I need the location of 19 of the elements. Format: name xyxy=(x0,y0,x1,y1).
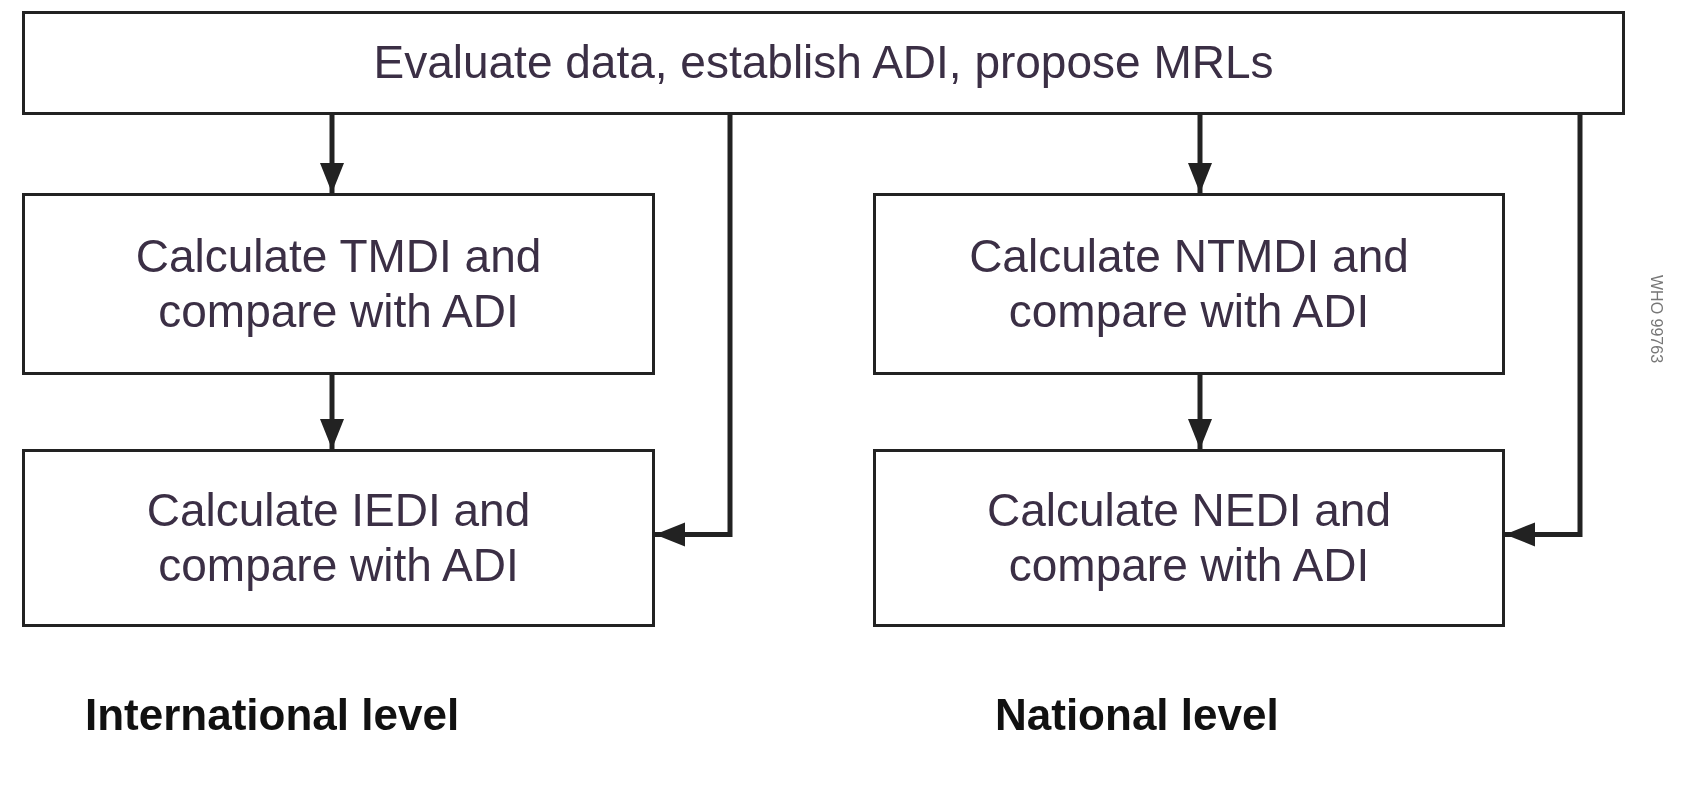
process-box xyxy=(22,11,1625,115)
box-text: Calculate IEDI and compare with ADI xyxy=(145,482,532,593)
process-box xyxy=(873,193,1505,375)
box-text: Evaluate data, establish ADI, propose MRLs xyxy=(373,35,1274,91)
box-text: Calculate NEDI and compare with ADI xyxy=(986,482,1392,593)
section-caption: National level xyxy=(995,690,1279,740)
figure-code: WHO 99763 xyxy=(1647,275,1665,364)
box-text: Calculate NTMDI and compare with ADI xyxy=(968,228,1410,339)
arrow xyxy=(655,115,733,547)
process-box xyxy=(873,449,1505,627)
arrow xyxy=(320,375,344,449)
arrow xyxy=(320,115,344,193)
section-caption: International level xyxy=(85,690,460,740)
arrow xyxy=(1505,115,1583,547)
arrow xyxy=(1188,115,1212,193)
process-box xyxy=(22,449,655,627)
arrow xyxy=(1188,375,1212,449)
box-text: Calculate TMDI and compare with ADI xyxy=(134,228,543,339)
process-box xyxy=(22,193,655,375)
